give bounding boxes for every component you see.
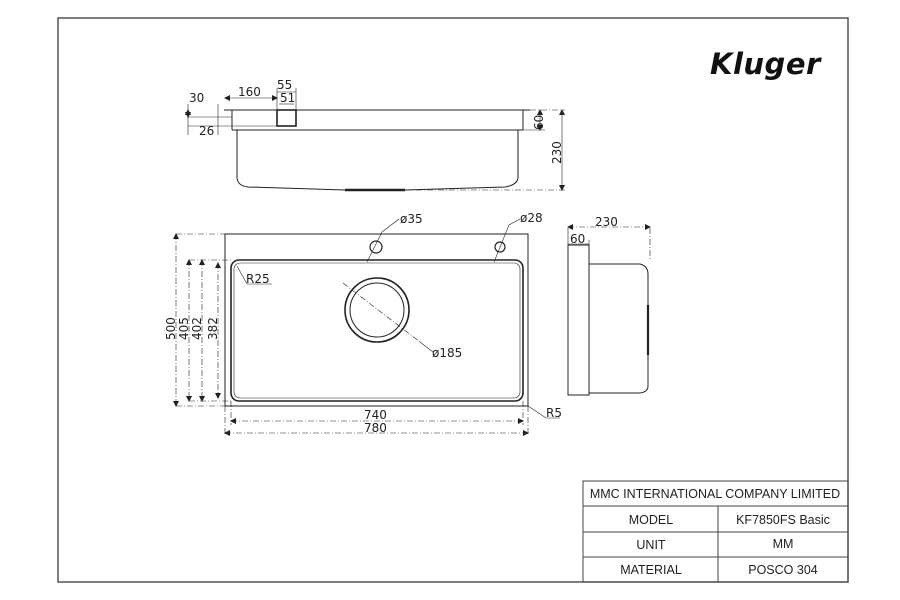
dim-740: 740 [364, 408, 387, 422]
dim-405: 405 [177, 317, 191, 340]
side-view-top [185, 88, 565, 192]
dim-780: 780 [364, 421, 387, 435]
top-view [173, 218, 560, 436]
dim-26: 26 [199, 124, 214, 138]
dim-60-right: 60 [570, 232, 585, 246]
side-view-right [567, 224, 651, 396]
dim-phi185: ø185 [432, 346, 462, 360]
drawing-frame [57, 17, 849, 583]
dim-r25: R25 [246, 272, 270, 286]
title-block [582, 480, 849, 583]
material-label: MATERIAL [620, 563, 682, 577]
unit-label: UNIT [636, 538, 666, 552]
dim-phi35: ø35 [400, 212, 423, 226]
dim-55: 55 [277, 78, 292, 92]
dim-402: 402 [190, 317, 204, 340]
dim-30: 30 [189, 91, 204, 105]
dim-500: 500 [164, 317, 178, 340]
material-value: POSCO 304 [748, 563, 818, 577]
dim-51: 51 [280, 91, 295, 105]
dim-60-top: 60 [532, 115, 546, 130]
dim-230-right: 230 [595, 215, 618, 229]
dim-r5: R5 [546, 406, 562, 420]
unit-value: MM [773, 537, 794, 551]
brand-logo: Kluger [710, 47, 822, 81]
dim-230-top: 230 [550, 141, 564, 164]
model-label: MODEL [629, 513, 674, 527]
company-name: MMC INTERNATIONAL COMPANY LIMITED [590, 487, 840, 501]
dim-160: 160 [238, 85, 261, 99]
dim-phi28: ø28 [520, 211, 543, 225]
dim-382: 382 [206, 317, 220, 340]
model-value: KF7850FS Basic [736, 513, 830, 527]
